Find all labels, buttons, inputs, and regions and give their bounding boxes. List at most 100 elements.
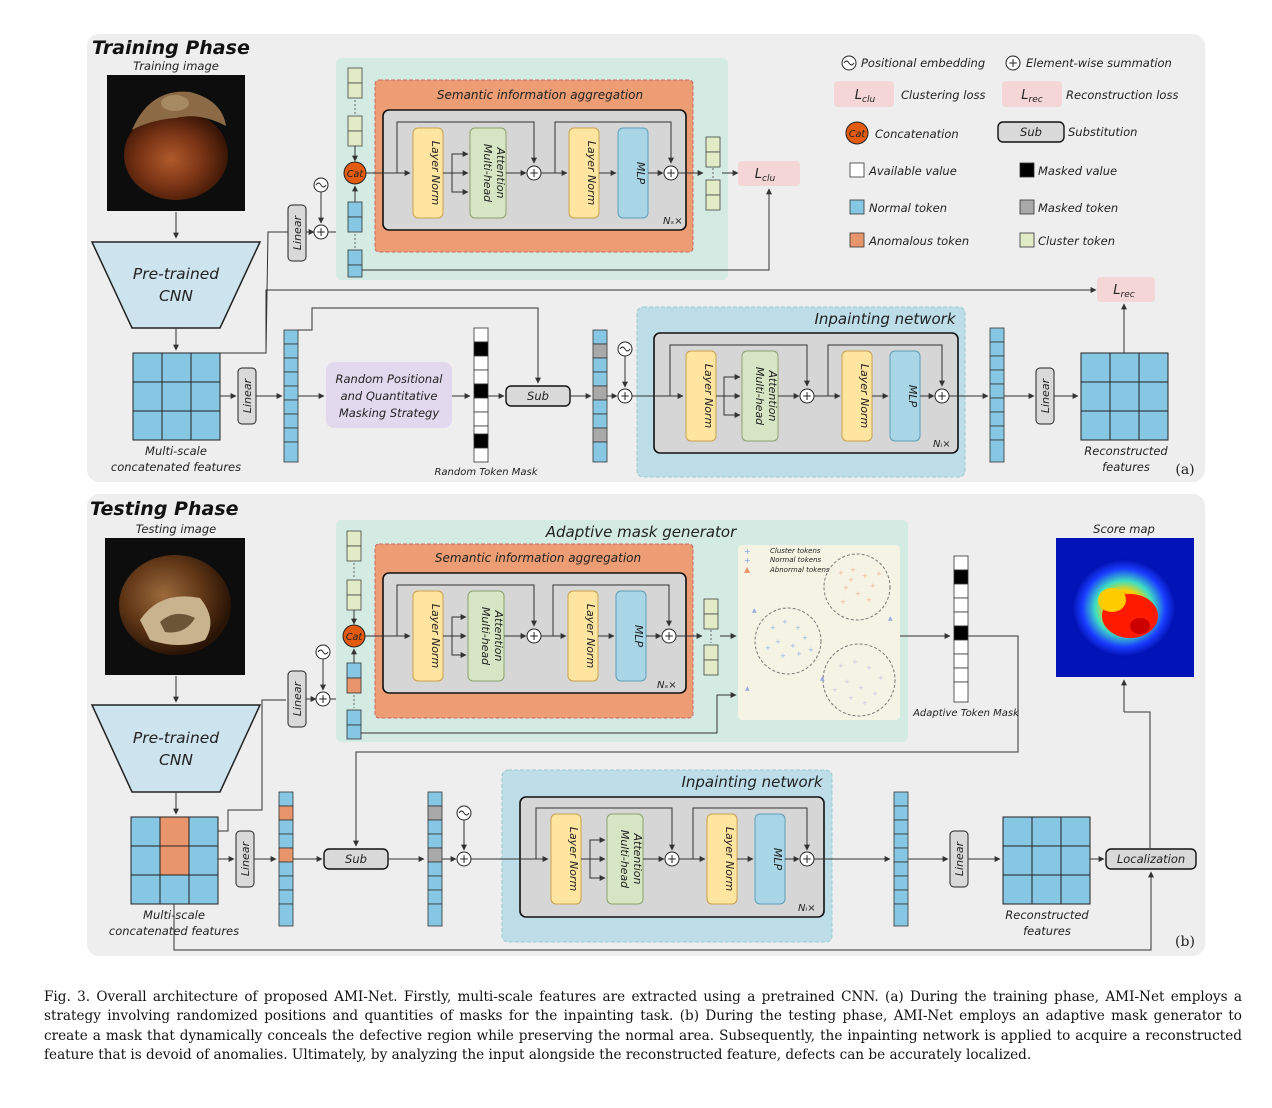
svg-text:▲: ▲ <box>744 565 751 574</box>
svg-text:MLP: MLP <box>632 625 645 648</box>
svg-text:features: features <box>1102 460 1150 474</box>
svg-text:Substitution: Substitution <box>1068 125 1137 139</box>
svg-text:+: + <box>858 684 864 692</box>
svg-text:Masked value: Masked value <box>1038 164 1117 178</box>
svg-text:Multi-head: Multi-head <box>618 830 631 889</box>
svg-text:Cat: Cat <box>346 632 363 643</box>
adaptive-token-mask <box>953 555 969 703</box>
svg-text:Layer Norm: Layer Norm <box>429 604 442 668</box>
svg-text:+: + <box>795 624 801 632</box>
features-label-a1: Multi-scale <box>145 444 207 458</box>
feature-grid-a <box>132 352 221 441</box>
svg-text:+: + <box>872 690 878 698</box>
svg-text:Linear: Linear <box>239 840 252 876</box>
cluster-visualization: + Cluster tokens + Normal tokens ▲ Abnor… <box>738 545 900 720</box>
svg-text:+: + <box>664 629 674 643</box>
svg-text:Semantic information aggregati: Semantic information aggregation <box>435 551 641 565</box>
output-tokens-a <box>989 327 1005 463</box>
svg-text:+: + <box>318 692 328 706</box>
svg-text:Sub: Sub <box>527 389 549 403</box>
reconstructed-grid-b <box>1002 816 1091 905</box>
cluster-tokens-a <box>347 67 363 147</box>
svg-text:+: + <box>870 582 876 590</box>
reconstructed-grid-a <box>1080 352 1169 441</box>
svg-text:Layer Norm: Layer Norm <box>723 827 736 891</box>
svg-text:Sub: Sub <box>1020 125 1042 139</box>
token-column-a <box>283 329 299 463</box>
svg-text:Attention: Attention <box>492 610 505 662</box>
l-clu-box <box>738 161 800 186</box>
svg-text:Concatenation: Concatenation <box>875 127 959 141</box>
training-image <box>107 75 245 211</box>
svg-text:Lrec: Lrec <box>1021 88 1042 105</box>
testing-image-label: Testing image <box>136 522 216 536</box>
svg-text:Cluster token: Cluster token <box>1038 234 1115 248</box>
svg-text:+: + <box>866 664 872 672</box>
training-image-label: Training image <box>133 59 219 73</box>
svg-text:+: + <box>937 389 947 403</box>
svg-text:Multi-head: Multi-head <box>479 607 492 666</box>
feature-grid-b <box>130 816 219 905</box>
svg-text:+: + <box>770 624 776 632</box>
pretrained-cnn-a <box>90 241 262 329</box>
svg-text:Layer Norm: Layer Norm <box>429 141 442 205</box>
cluster-tokens-b <box>346 530 362 611</box>
svg-text:Normal tokens: Normal tokens <box>770 556 821 564</box>
svg-text:Pre-trained: Pre-trained <box>133 729 219 747</box>
svg-text:Masking Strategy: Masking Strategy <box>339 406 440 420</box>
svg-text:+: + <box>843 584 849 592</box>
svg-text:+: + <box>744 547 751 556</box>
svg-text:+: + <box>666 166 676 180</box>
svg-text:+: + <box>850 566 856 574</box>
svg-text:Reconstruction loss: Reconstruction loss <box>1066 88 1178 102</box>
svg-text:Attention: Attention <box>766 370 779 422</box>
svg-text:+: + <box>802 852 812 866</box>
svg-text:+: + <box>838 569 844 577</box>
svg-text:+: + <box>620 389 630 403</box>
svg-text:+: + <box>782 618 788 626</box>
svg-text:Linear: Linear <box>291 680 304 716</box>
panel-label-a: (a) <box>1175 462 1194 478</box>
svg-text:CNN: CNN <box>159 751 193 769</box>
svg-text:Anomalous token: Anomalous token <box>868 234 969 248</box>
svg-text:+: + <box>878 674 884 682</box>
svg-text:▲: ▲ <box>752 607 757 614</box>
svg-text:+: + <box>765 644 771 652</box>
architecture-diagram: Training Phase Training image Pre-traine… <box>87 34 1205 956</box>
svg-text:Sub: Sub <box>345 852 367 866</box>
svg-text:+: + <box>866 596 872 604</box>
svg-text:+: + <box>775 638 781 646</box>
svg-text:MLP: MLP <box>771 848 784 871</box>
inpainting-title-b: Inpainting network <box>681 773 823 791</box>
training-title: Training Phase <box>92 37 250 59</box>
svg-text:Linear: Linear <box>1039 377 1052 413</box>
svg-text:Lclu: Lclu <box>855 88 876 105</box>
svg-text:Cat: Cat <box>849 129 866 140</box>
cnn-label-a2: CNN <box>159 287 193 305</box>
svg-text:+: + <box>852 658 858 666</box>
output-tokens-b <box>893 791 909 927</box>
svg-text:+: + <box>838 662 844 670</box>
svg-text:Available value: Available value <box>868 164 957 178</box>
localization-box <box>1105 848 1197 870</box>
svg-text:Cat: Cat <box>347 169 364 180</box>
svg-text:Positional embedding: Positional embedding <box>861 56 985 70</box>
token-column-b <box>278 791 294 927</box>
figure-caption: Fig. 3. Overall architecture of proposed… <box>44 989 1242 1064</box>
panel-label-b: (b) <box>1175 934 1195 950</box>
svg-text:Masked token: Masked token <box>1038 201 1118 215</box>
svg-text:Element-wise summation: Element-wise summation <box>1026 56 1172 70</box>
random-token-mask-label: Random Token Mask <box>434 467 538 478</box>
score-map-label: Score map <box>1093 522 1155 536</box>
inpainting-title-a: Inpainting network <box>814 310 956 328</box>
svg-text:Reconstructed: Reconstructed <box>1005 908 1089 922</box>
l-clu-label: Lclu <box>755 167 776 184</box>
legend: Positional embedding + Element-wise summ… <box>834 55 1178 248</box>
svg-text:+: + <box>667 852 677 866</box>
svg-text:+: + <box>876 570 882 578</box>
masking-strategy <box>326 362 452 428</box>
svg-text:and Quantitative: and Quantitative <box>341 389 438 403</box>
svg-text:+: + <box>848 576 854 584</box>
svg-text:+: + <box>844 678 850 686</box>
svg-text:Linear: Linear <box>953 840 966 876</box>
